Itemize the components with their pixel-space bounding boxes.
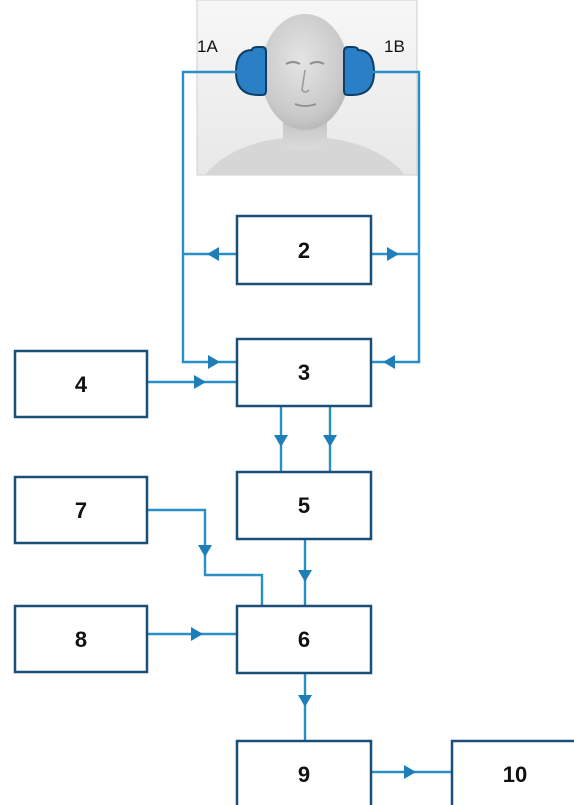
block-9-frame: [235, 739, 373, 805]
block-2-label: 2: [298, 238, 310, 263]
arrowheads: [191, 247, 416, 779]
block-4-label: 4: [75, 372, 88, 397]
block-10-frame: [450, 739, 574, 805]
right-earcup-icon: [343, 46, 376, 96]
left-eye: [285, 61, 301, 65]
block-10: 10: [450, 739, 574, 805]
block-6-frame: [235, 604, 373, 675]
block-9: 9: [235, 739, 373, 805]
left-earcup-icon: [234, 46, 267, 96]
nose: [301, 69, 310, 93]
arrow-down-icon: [274, 435, 288, 447]
block-8: 8: [13, 604, 149, 674]
block-7-frame: [13, 475, 149, 545]
block-6-label: 6: [298, 627, 310, 652]
arrow-down-icon: [298, 695, 312, 707]
arrow-right-icon: [194, 375, 206, 389]
arrow-down-icon: [298, 570, 312, 582]
block-10-label: 10: [503, 762, 527, 787]
block-4-frame: [13, 349, 149, 419]
arrow-right-icon: [191, 627, 203, 641]
block-5-label: 5: [298, 493, 310, 518]
arrow-left-icon: [207, 247, 219, 261]
arrow-left-icon: [383, 355, 395, 369]
block-7: 7: [13, 475, 149, 545]
block-7-label: 7: [75, 498, 87, 523]
block-3-frame: [235, 337, 373, 408]
right-eye: [309, 61, 325, 65]
block-2: 2: [235, 214, 373, 286]
block-9-label: 9: [298, 762, 310, 787]
label-1b: 1B: [384, 37, 405, 56]
block-5-frame: [235, 470, 373, 541]
mouth: [294, 103, 317, 107]
arrow-right-icon: [404, 765, 416, 779]
block-8-label: 8: [75, 627, 87, 652]
block-3-label: 3: [298, 360, 310, 385]
wire-7-to-6: [147, 508, 264, 606]
arrow-right-icon: [387, 247, 399, 261]
head-with-headphones: 1A 1B: [196, 0, 418, 176]
arrow-down-icon: [198, 545, 212, 557]
label-1a: 1A: [197, 37, 218, 56]
block-6: 6: [235, 604, 373, 675]
arrow-down-icon: [323, 435, 337, 447]
arrow-right-icon: [208, 355, 220, 369]
block-5: 5: [235, 470, 373, 541]
block-4: 4: [13, 349, 149, 419]
block-8-frame: [13, 604, 149, 674]
block-2-frame: [235, 214, 373, 286]
shoulders: [205, 138, 405, 175]
block-3: 3: [235, 337, 373, 408]
